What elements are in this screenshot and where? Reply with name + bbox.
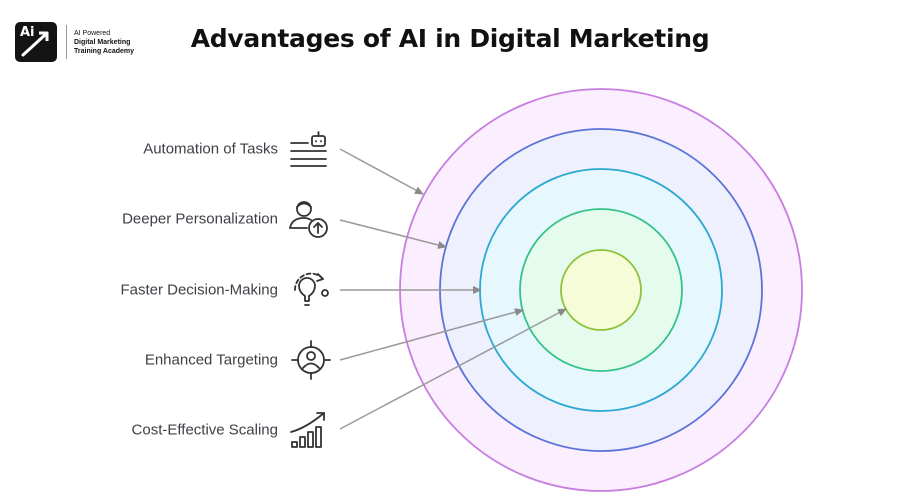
target-person-icon (291, 340, 331, 380)
advantage-label-targeting: Enhanced Targeting (144, 351, 278, 369)
logo-mark: Ai (20, 25, 35, 40)
ring-5 (560, 249, 642, 331)
lightbulb-idea-icon (294, 272, 329, 306)
person-upload-icon (289, 201, 328, 238)
robot-menu-icon (290, 131, 327, 167)
arrow-automation (339, 148, 424, 195)
advantage-label-scaling: Cost-Effective Scaling (131, 421, 278, 439)
logo-divider (66, 25, 67, 59)
page-title: Advantages of AI in Digital Marketing (190, 24, 710, 53)
arrow-scaling (339, 308, 567, 430)
arrow-personalization (339, 219, 447, 249)
advantage-label-decision: Faster Decision-Making (120, 281, 278, 299)
logo-line-2: Digital Marketing (74, 38, 131, 46)
logo-text: AI Powered Digital Marketing Training Ac… (74, 29, 134, 56)
ai-logo-icon: Ai (15, 22, 57, 62)
arrow-targeting (339, 308, 524, 361)
advantage-label-automation: Automation of Tasks (143, 140, 278, 158)
advantage-label-personalization: Deeper Personalization (122, 210, 278, 228)
academy-logo: Ai AI Powered Digital Marketing Training… (15, 22, 134, 62)
logo-line-1: AI Powered (74, 29, 111, 37)
logo-line-3: Training Academy (74, 47, 135, 55)
growth-chart-icon (290, 412, 325, 448)
